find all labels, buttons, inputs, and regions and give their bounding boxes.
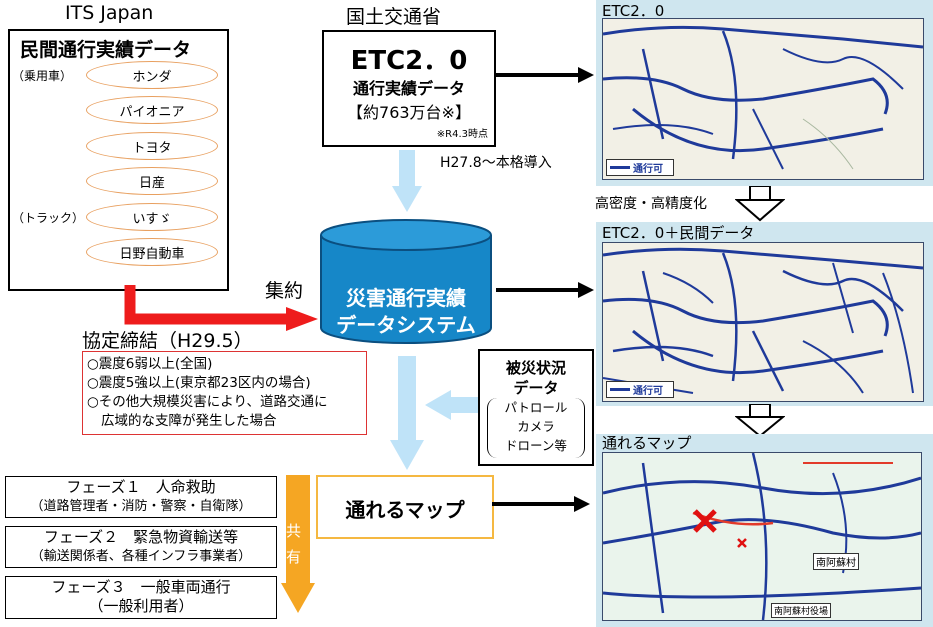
etc-note: ※R4.3時点: [436, 129, 488, 140]
truck-label: （トラック）: [12, 211, 85, 225]
arrow-to-panel3: [492, 496, 590, 512]
phase-3: フェーズ３ 一般車両通行 （一般利用者）: [5, 576, 277, 619]
passable-map-label: 通れるマップ: [345, 498, 465, 522]
damage-sources: パトロール カメラ ドローン等: [487, 398, 585, 458]
map-label-office: 南阿蘇村役場: [771, 603, 832, 618]
phase-1: フェーズ１ 人命救助 （道路管理者・消防・警察・自衛隊）: [5, 476, 277, 518]
legend-passable: 通行可: [633, 164, 663, 175]
its-data-title: 民間通行実績データ: [20, 39, 192, 61]
share-char-1: 共: [286, 522, 302, 540]
map-label-village: 南阿蘇村: [813, 553, 859, 570]
company-oval: トヨタ: [86, 132, 218, 160]
damage-data-box: 被災状況 データ パトロール カメラ ドローン等: [478, 349, 594, 466]
arrow-to-panel1: [496, 67, 594, 83]
phase-2-title: フェーズ２ 緊急物資輸送等: [43, 528, 239, 546]
phase-3-actors: （一般利用者）: [88, 597, 194, 615]
panel-passable-map-title: 通れるマップ: [602, 434, 692, 452]
system-line1: 災害通行実績: [346, 286, 466, 310]
map-legend-2: 通行可: [606, 381, 674, 398]
intro-arrow: [392, 150, 422, 212]
agreement-title: 協定締結（H29.5）: [82, 330, 253, 352]
phase-2: フェーズ２ 緊急物資輸送等 （輸送関係者、各種インフラ事業者）: [5, 526, 277, 568]
company-oval: 日産: [86, 167, 218, 195]
map-routes: [603, 25, 923, 170]
company-oval: 日野自動車: [86, 238, 218, 266]
passable-map-routes: [603, 453, 921, 620]
upgrade-arrow-2: [735, 404, 785, 438]
etc-private-route-map: 通行可: [602, 242, 924, 402]
phase-2-actors: （輸送関係者、各種インフラ事業者）: [30, 549, 252, 564]
passenger-car-label: （乗用車）: [12, 69, 73, 83]
phase-1-title: フェーズ１ 人命救助: [66, 478, 216, 496]
share-char-2: 有: [286, 548, 302, 566]
red-arrow: [124, 285, 318, 331]
agreement-conditions: ○震度6弱以上(全国) ○震度5強以上(東京都23区内の場合) ○その他大規模災…: [82, 351, 367, 435]
etc-count: 【約763万台※】: [347, 103, 471, 122]
damage-title2: データ: [513, 379, 559, 397]
panel-etc-private-title: ETC2．0＋民間データ: [602, 224, 755, 242]
map-routes-dense: [603, 247, 923, 394]
etc-data-box: ETC2．0 通行実績データ 【約763万台※】 ※R4.3時点: [322, 30, 496, 147]
damage-arrow: [425, 390, 481, 420]
share-arrow: [281, 475, 315, 613]
source-patrol: パトロール: [504, 400, 568, 415]
company-oval: いすゞ: [86, 203, 218, 231]
passable-map-box: 通れるマップ: [316, 475, 494, 539]
upgrade-label: 高密度・高精度化: [595, 196, 707, 212]
ministry-org-label: 国土交通省: [346, 6, 442, 28]
etc-route-map: 通行可: [602, 18, 924, 180]
condition-3-cont: 広域的な支障が発生した場合: [101, 413, 277, 429]
its-data-box: 民間通行実績データ （乗用車） （トラック） ホンダ パイオニア トヨタ 日産 …: [8, 29, 229, 291]
etc-subtitle: 通行実績データ: [352, 79, 465, 98]
arrow-to-panel2: [496, 282, 594, 298]
phase-3-title: フェーズ３ 一般車両通行: [51, 578, 231, 596]
condition-1: ○震度6弱以上(全国): [87, 356, 213, 372]
its-org-label: ITS Japan: [65, 2, 154, 24]
damage-title1: 被災状況: [505, 359, 566, 377]
company-oval: パイオニア: [86, 96, 218, 124]
source-camera: カメラ: [517, 419, 555, 434]
etc-title: ETC2．0: [350, 46, 468, 76]
condition-3: ○その他大規模災害により、道路交通に: [87, 394, 328, 410]
system-to-map-arrow: [390, 356, 424, 470]
intro-label: H27.8～本格導入: [440, 155, 552, 171]
condition-2: ○震度5強以上(東京都23区内の場合): [87, 375, 311, 391]
panel-etc-title: ETC2．0: [602, 2, 665, 20]
system-line2: データシステム: [336, 313, 476, 337]
phase-1-actors: （道路管理者・消防・警察・自衛隊）: [30, 499, 252, 514]
upgrade-arrow-1: [735, 186, 785, 222]
company-oval: ホンダ: [86, 61, 218, 89]
source-drone: ドローン等: [505, 438, 567, 453]
aggregate-label: 集約: [265, 280, 304, 302]
map-legend: 通行可: [606, 159, 674, 176]
legend-passable-2: 通行可: [633, 386, 663, 397]
database-cylinder: [320, 219, 492, 344]
passable-map-view: 南阿蘇村 南阿蘇村役場: [602, 452, 922, 621]
